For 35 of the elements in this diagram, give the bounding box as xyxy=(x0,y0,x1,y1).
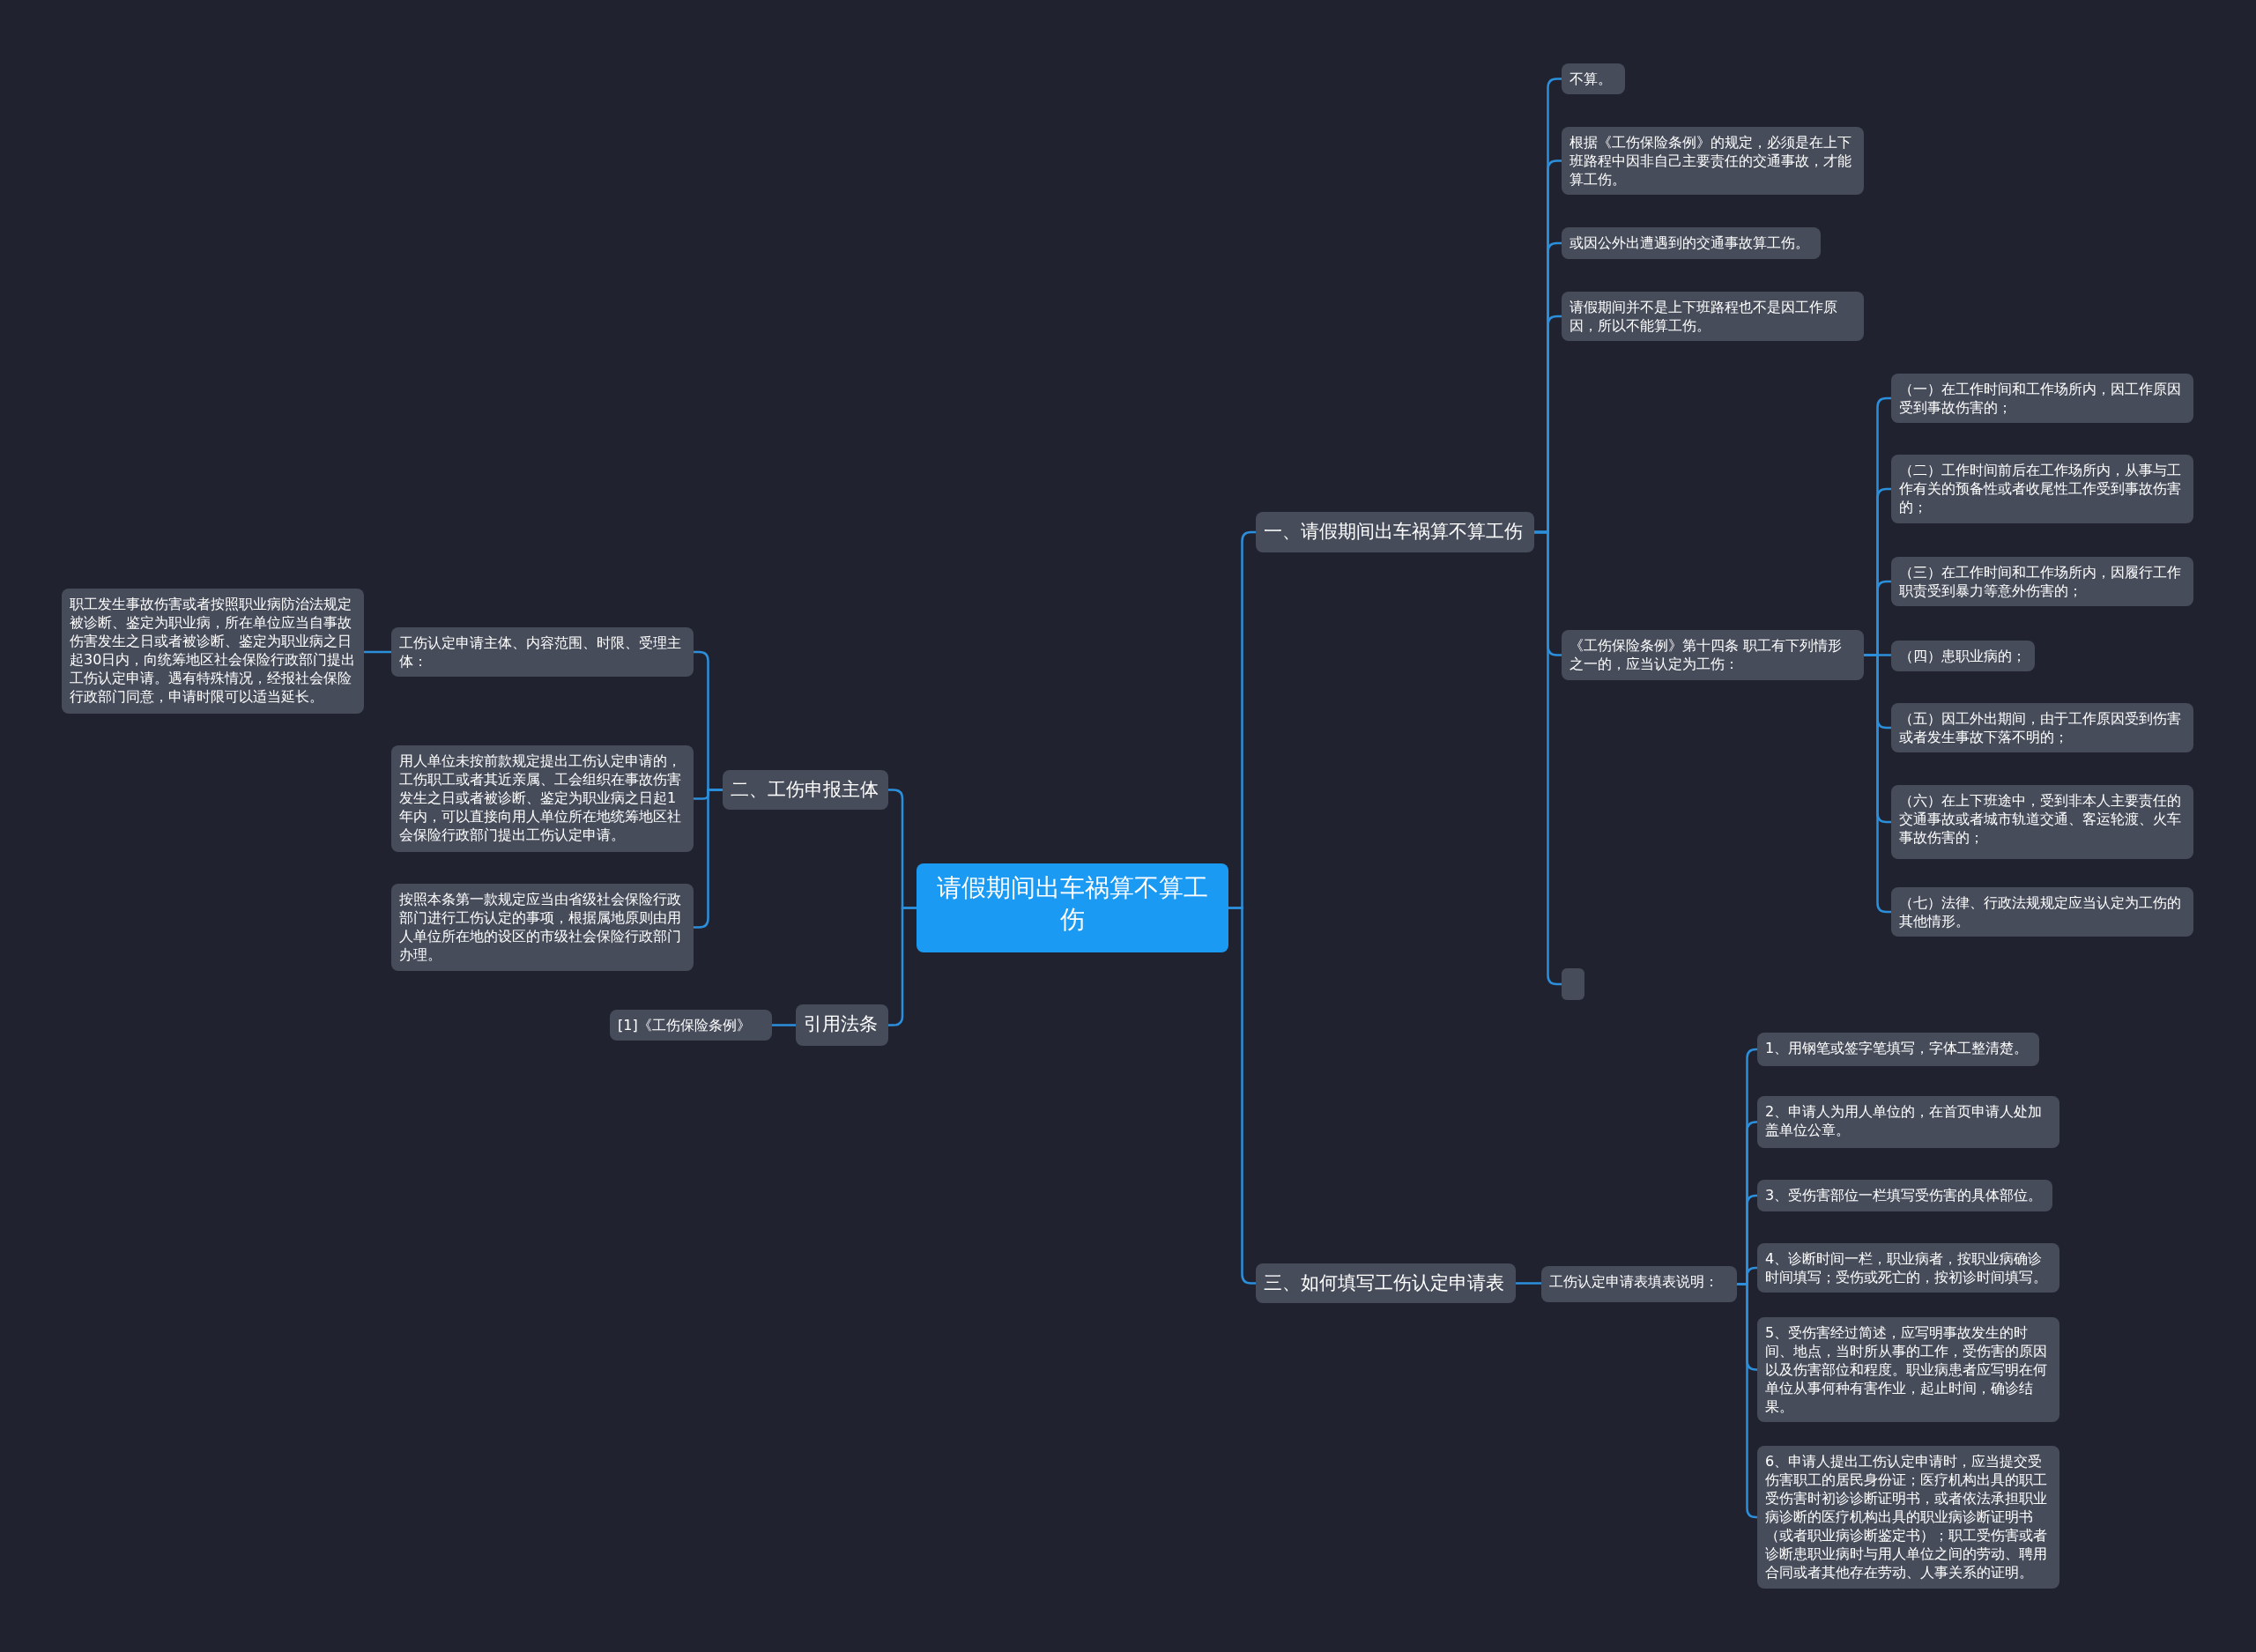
connector-line xyxy=(694,789,723,929)
topic-box: [1]《工伤保险条例》 xyxy=(610,1009,772,1041)
connector-line xyxy=(772,1024,796,1026)
topic-box: 请假期间并不是上下班路程也不是因工作原因，所以不能算工伤。 xyxy=(1562,292,1864,341)
connector-line xyxy=(364,650,391,654)
topic-box: 根据《工伤保险条例》的规定，必须是在上下班路程中因非自己主要责任的交通事故，才能算工伤。 xyxy=(1562,127,1864,195)
connector-line xyxy=(1737,1283,1758,1519)
empty-box xyxy=(1562,968,1584,1000)
topic-box: （六）在上下班途中，受到非本人主要责任的交通事故或者城市轨道交通、客运轮渡、火车事故伤害的； xyxy=(1891,785,2193,859)
topic-box: （七）法律、行政法规规定应当认定为工伤的其他情形。 xyxy=(1891,887,2193,937)
topic-box: （三）在工作时间和工作场所内，因履行工作职责受到暴力等意外伤害的； xyxy=(1891,557,2193,606)
topic-box: 用人单位未按前款规定提出工伤认定申请的，工伤职工或者其近亲属、工会组织在事故伤害发生之日或者被诊断、鉴定为职业病之日起1年内，可以直接向用人单位所在地统筹地区社会保险行政部门提出工伤认定申请。 xyxy=(391,745,694,852)
topic-box: 4、诊断时间一栏，职业病者，按职业病确诊时间填写；受伤或死亡的，按初诊时间填写。 xyxy=(1757,1242,2059,1293)
topic-box: 2、申请人为用人单位的，在首页申请人处加盖单位公章。 xyxy=(1757,1096,2059,1148)
topic-box: 或因公外出遭遇到的交通事故算工伤。 xyxy=(1562,227,1821,259)
topic-box: 工伤认定申请表填表说明： xyxy=(1541,1266,1737,1302)
branch-topic-box: 三、如何填写工伤认定申请表 xyxy=(1256,1263,1516,1303)
topic-box: 工伤认定申请主体、内容范围、时限、受理主体： xyxy=(391,626,694,677)
topic-box: （四）患职业病的； xyxy=(1891,640,2035,671)
topic-box: （二）工作时间前后在工作场所内，从事与工作有关的预备性或者收尾性工作受到事故伤害的； xyxy=(1891,455,2193,523)
topic-box: 1、用钢笔或签字笔填写，字体工整清楚。 xyxy=(1757,1033,2039,1066)
topic-box: 《工伤保险条例》第十四条 职工有下列情形之一的，应当认定为工伤： xyxy=(1562,630,1864,680)
branch-topic-box: 一、请假期间出车祸算不算工伤 xyxy=(1256,512,1534,552)
topic-box: 3、受伤害部位一栏填写受伤害的具体部位。 xyxy=(1757,1180,2052,1211)
central-topic-box: 请假期间出车祸算不算工伤 xyxy=(916,863,1228,952)
topic-box: （一）在工作时间和工作场所内，因工作原因受到事故伤害的； xyxy=(1891,374,2193,423)
topic-box: 6、申请人提出工伤认定申请时，应当提交受伤害职工的居民身份证；医疗机构出具的职工受伤害时初诊诊断证明书，或者依法承担职业病诊断的医疗机构出具的职业病诊断证明书（或者职业病诊断鉴定书）；职工受伤害或者诊断患职业病时与用人单位之间的劳动、聘用合同或者其他存在劳动、人事关系的证明。 xyxy=(1757,1446,2059,1589)
branch-topic-box: 二、工伤申报主体 xyxy=(723,770,888,810)
topic-box: 按照本条第一款规定应当由省级社会保险行政部门进行工伤认定的事项，根据属地原则由用人单位所在地的设区的市级社会保险行政部门办理。 xyxy=(391,884,694,971)
topic-box: （五）因工外出期间，由于工作原因受到伤害或者发生事故下落不明的； xyxy=(1891,703,2193,752)
topic-box: 5、受伤害经过简述，应写明事故发生的时间、地点，当时所从事的工作，受伤害的原因以及伤害部位和程度。职业病患者应写明在何单位从事何种有害作业，起止时间，确诊结果。 xyxy=(1757,1316,2059,1422)
connector-line xyxy=(1516,1282,1541,1285)
topic-box: 职工发生事故伤害或者按照职业病防治法规定被诊断、鉴定为职业病，所在单位应当自事故伤害发生之日或者被诊断、鉴定为职业病之日起30日内，向统筹地区社会保险行政部门提出工伤认定申请。遇有特殊情况，经报社会保险行政部门同意，申请时限可以适当延长。 xyxy=(62,589,364,714)
topic-box: 不算。 xyxy=(1562,63,1625,94)
branch-topic-box: 引用法条 xyxy=(796,1004,888,1046)
